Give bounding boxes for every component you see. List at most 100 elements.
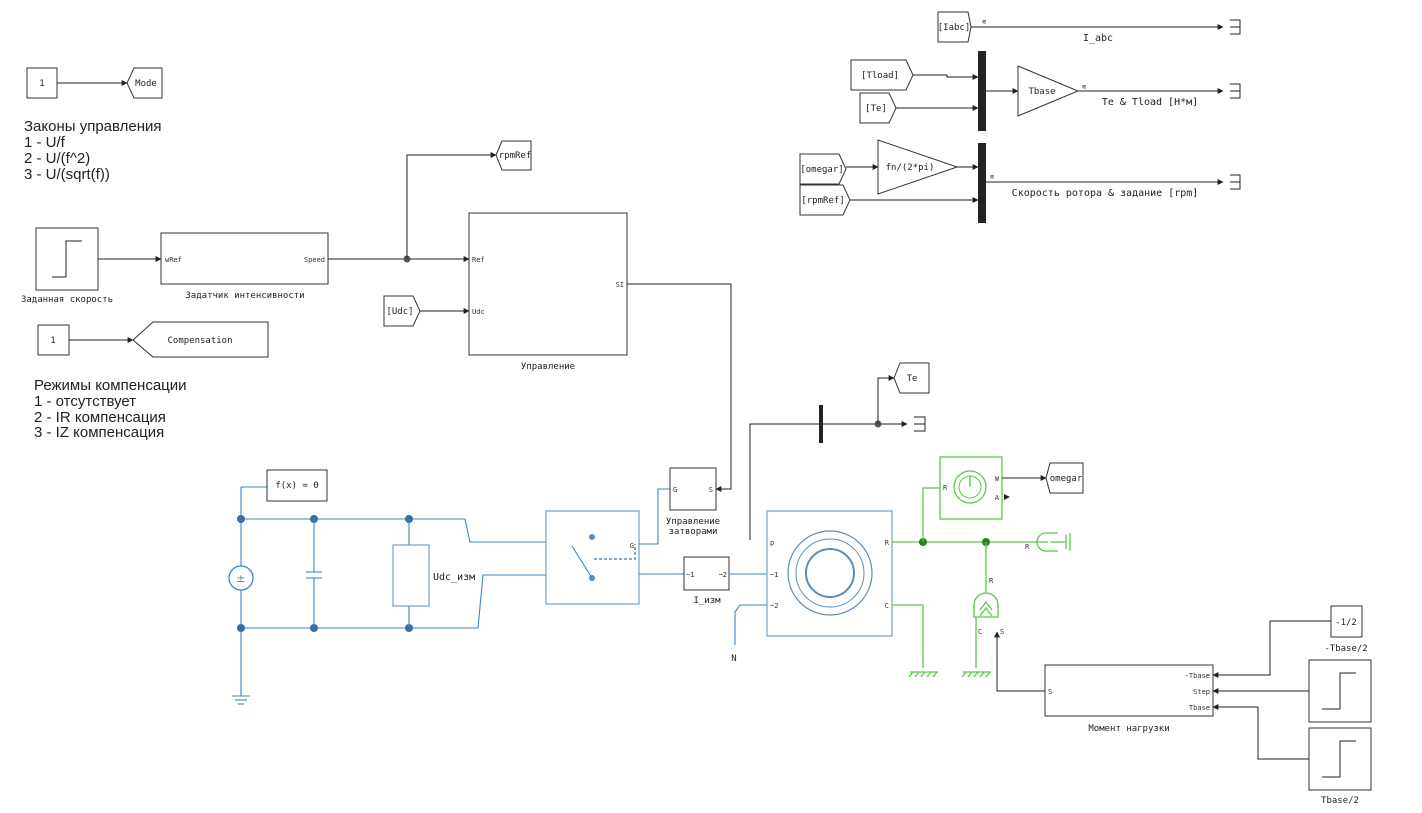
gate-port-out: S (709, 486, 713, 494)
te-goto-block[interactable]: Te (893, 362, 930, 394)
tbase-gain-block[interactable]: Tbase (1017, 65, 1080, 117)
control-laws-note: Законы управления 1 - U/f 2 - U/(f^2) 3 … (24, 118, 162, 183)
gate-label-2: затворами (669, 527, 718, 537)
te-from-block[interactable]: [Te] (859, 92, 897, 124)
compensation-mode-3: 3 - IZ компенсация (34, 424, 164, 441)
torque-outport[interactable] (1230, 83, 1241, 99)
tbase-signal (1212, 704, 1309, 760)
mode-goto-label: Mode (135, 79, 157, 89)
load-port-step: Step (1193, 688, 1210, 696)
tbase-gain-label: Tbase (1028, 87, 1055, 97)
speed-sensor-block[interactable]: R W A (939, 456, 1003, 520)
induction-motor-block[interactable]: p ~1 ~2 R C (766, 510, 893, 637)
torque-source-block[interactable]: R C S (973, 577, 1004, 636)
accel-port-arrow (1004, 494, 1010, 500)
solver-config-block[interactable]: f(x) = 0 (266, 469, 328, 502)
neg-half-value: -1/2 (1335, 618, 1357, 628)
fn-gain-label: fn/(2*pi) (886, 163, 935, 173)
udc-meas-label: Udc_изм (433, 572, 475, 583)
step-icon (52, 240, 82, 278)
dc-plus-bus (241, 518, 546, 543)
mux-block-1[interactable] (978, 51, 986, 131)
rpmref-goto-block[interactable]: rpmRef (495, 140, 532, 171)
current-sensor-block[interactable]: ~1 ~2 (683, 556, 730, 591)
capacitor[interactable] (306, 519, 322, 628)
gate-port-in: G (673, 486, 677, 494)
compensation-modes-note: Режимы компенсации 1 - отсутствует 2 - I… (34, 377, 187, 441)
si-signal (627, 283, 732, 492)
compensation-mode-2: 2 - IR компенсация (34, 409, 166, 426)
rpmref-from-block[interactable]: [rpmRef] (799, 184, 851, 216)
torque-src-port-c: C (978, 628, 982, 636)
damper-block[interactable]: R (1025, 532, 1071, 552)
te-from-label: [Te] (865, 104, 887, 114)
control-port-udc: Udc (472, 308, 485, 316)
load-torque-block[interactable]: S -Tbase Step Tbase (1044, 664, 1214, 717)
neutral-label: N (731, 654, 736, 664)
neg-tbase-signal (1212, 620, 1331, 678)
inverter-block[interactable]: G (545, 510, 640, 605)
omegar-goto-label: omegar (1050, 474, 1083, 484)
node (237, 515, 245, 523)
rpmref-from-label: [rpmRef] (801, 196, 844, 206)
control-block[interactable]: Ref Udc SI (468, 212, 628, 356)
compensation-constant-value: 1 (50, 336, 55, 346)
load-torque-signal (994, 631, 1045, 692)
dc-minus-bus (241, 574, 546, 629)
mode-goto-block[interactable]: Mode (126, 67, 163, 99)
voltage-sensor-block[interactable] (392, 519, 430, 628)
demux-block[interactable] (819, 405, 823, 443)
omegar-from-label: [omegar] (800, 165, 843, 175)
gate-control-block[interactable]: G S (669, 467, 717, 511)
compensation-title: Режимы компенсации (34, 377, 187, 394)
tbase-half-label: Tbase/2 (1321, 796, 1359, 806)
iabc-out-label: I_abc (1083, 33, 1113, 44)
motor-port-1: ~1 (770, 571, 778, 579)
inverter-port-g: G (630, 542, 634, 550)
load-port-neg-tbase: -Tbase (1185, 672, 1210, 680)
solver-config-label: f(x) = 0 (275, 481, 318, 491)
signal-logging-icon: ≋ (1082, 83, 1086, 91)
mech-ground-1 (908, 671, 938, 678)
tload-from-label: [Tload] (861, 71, 899, 81)
control-port-si: SI (616, 281, 624, 289)
mode-constant-block[interactable]: 1 (26, 67, 58, 99)
ground (232, 695, 250, 705)
compensation-goto-block[interactable]: Compensation (132, 321, 269, 358)
terminator[interactable] (914, 416, 926, 432)
torque-out-label: Te & Tload [Н*м] (1102, 97, 1198, 108)
step-block-2[interactable] (1308, 659, 1372, 723)
ramp-generator-block[interactable]: wRef Speed (160, 232, 329, 285)
tload-from-block[interactable]: [Tload] (850, 59, 914, 91)
step-block-3[interactable] (1308, 727, 1372, 791)
speed-outport[interactable] (1230, 174, 1241, 190)
current-sensor-label: I_изм (693, 596, 721, 606)
omegar-goto-block[interactable]: omegar (1045, 462, 1084, 494)
neutral-wire (734, 604, 767, 645)
tload-signal (913, 74, 979, 80)
dc-voltage-source[interactable]: ± (228, 565, 254, 591)
motor-port-p: p (770, 539, 774, 547)
iabc-outport[interactable] (1230, 19, 1241, 35)
iabc-from-block[interactable]: [Iabc] (937, 11, 972, 43)
torque-src-port-s: S (1000, 628, 1004, 636)
omegar-from-block[interactable]: [omegar] (799, 153, 847, 185)
iabc-from-label: [Iabc] (938, 23, 971, 33)
motor-port-2: ~2 (770, 602, 778, 610)
te-goto-label: Te (907, 374, 918, 384)
step-icon (1322, 740, 1356, 778)
load-port-tbase: Tbase (1189, 704, 1210, 712)
motor-case-wire (892, 604, 924, 668)
fn-gain-block[interactable]: fn/(2*pi) (877, 139, 959, 195)
signal-logging-icon: ≋ (982, 18, 986, 26)
te-goto-signal (877, 375, 895, 424)
neg-half-constant-block[interactable]: -1/2 (1330, 605, 1363, 638)
speed-step-block[interactable] (35, 227, 99, 291)
speed-out-label: Скорость ротора & задание [rpm] (1012, 188, 1199, 199)
control-label: Управление (521, 362, 575, 372)
udc-from-block[interactable]: [Udc] (383, 295, 421, 327)
speed-sensor-port-a: A (995, 494, 1000, 502)
mux-block-2[interactable] (978, 143, 986, 223)
compensation-constant-block[interactable]: 1 (37, 324, 70, 356)
speed-step-label: Заданная скорость (21, 295, 113, 305)
